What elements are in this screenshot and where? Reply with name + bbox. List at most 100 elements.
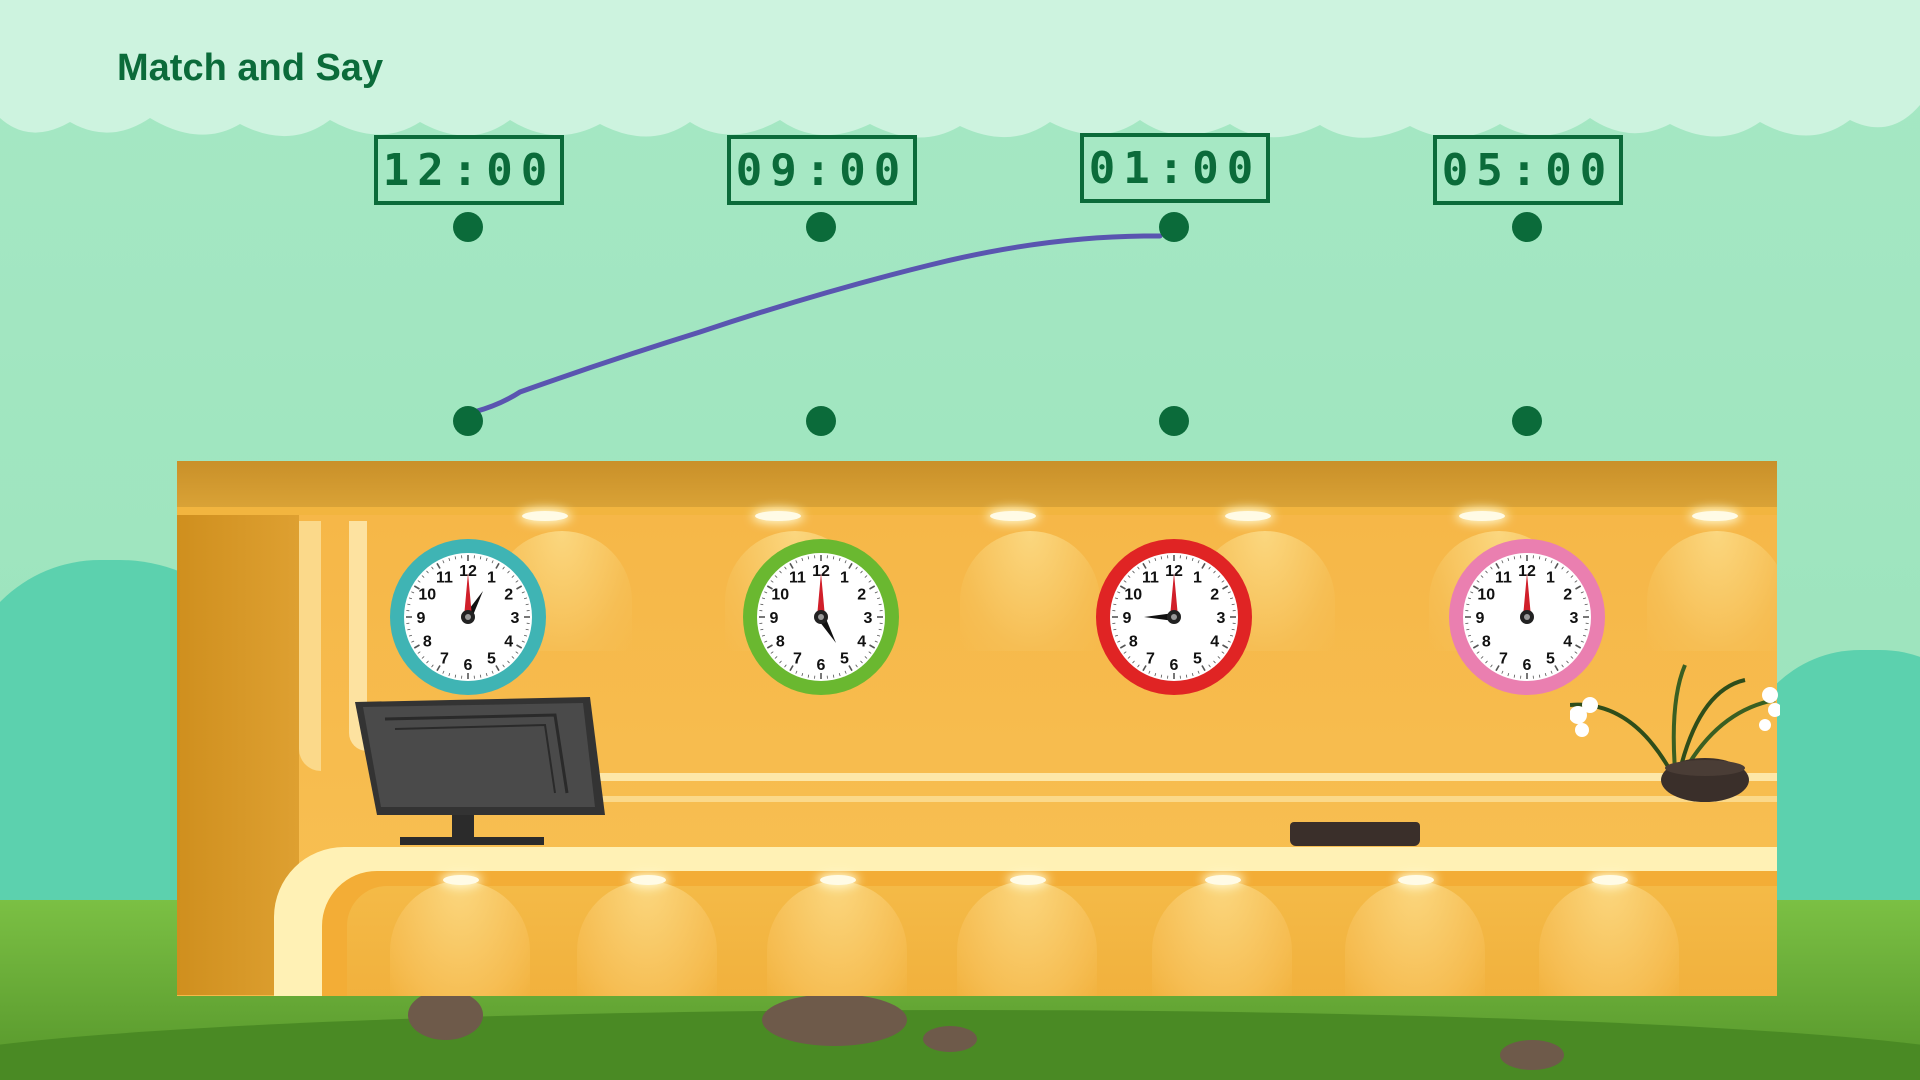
clock-tick [864, 575, 868, 578]
clock-number: 10 [1124, 587, 1142, 604]
clock-tick [1466, 603, 1470, 606]
clock-number: 2 [1563, 587, 1572, 604]
clock-number: 2 [504, 587, 513, 604]
desk-top [177, 461, 1777, 507]
clock-number: 1 [840, 569, 849, 586]
time-card-0100[interactable]: 01:00 [1080, 133, 1270, 203]
clock-tick [801, 557, 804, 562]
clock-tick [1580, 640, 1584, 643]
clock-tick [1117, 591, 1121, 594]
clock-tick [766, 644, 773, 649]
clock-tick [521, 591, 525, 594]
minute-hand [1523, 573, 1531, 617]
clock-dot[interactable] [806, 406, 836, 436]
clock-dot[interactable] [453, 406, 483, 436]
clock-center-cap [818, 614, 824, 620]
clock-tick [1472, 644, 1479, 649]
clock-tick [507, 570, 510, 574]
clock-tick [1490, 664, 1493, 668]
clock-number: 11 [789, 569, 806, 586]
clock-tick [801, 672, 804, 677]
clock-tick [495, 665, 500, 672]
clock-tick [479, 556, 482, 560]
clock-tick [1132, 660, 1135, 664]
time-card-dot[interactable] [453, 212, 483, 242]
desk-curve [299, 521, 321, 771]
clock-number: 3 [1570, 610, 1579, 627]
time-card-0500[interactable]: 05:00 [1433, 135, 1623, 205]
clock-number: 2 [857, 587, 866, 604]
clock-tick [1580, 591, 1584, 594]
clock-tick [1185, 674, 1188, 678]
clock-number: 5 [840, 651, 849, 668]
clock-tick [421, 575, 425, 578]
clock-tick [1142, 665, 1147, 672]
clock-tick [454, 674, 457, 678]
clock-tick [868, 580, 872, 583]
clock-tick [784, 664, 787, 668]
clock-tick [795, 560, 798, 564]
clock-tick [417, 651, 421, 654]
page-title: Match and Say [117, 47, 384, 89]
clock-number: 10 [418, 587, 436, 604]
clock-tick [1137, 664, 1140, 668]
clock-tick [516, 644, 523, 649]
clock-tick [1127, 575, 1131, 578]
clock-tick [848, 665, 853, 672]
clock-tick [1582, 597, 1587, 600]
clock-tick [760, 628, 764, 631]
clock-tick [1574, 580, 1578, 583]
clock-tick [1480, 656, 1484, 659]
clock-tick [1221, 580, 1225, 583]
clock-tick [1208, 566, 1211, 570]
clock-number: 11 [436, 569, 453, 586]
time-card-dot[interactable] [1512, 212, 1542, 242]
time-card-0900[interactable]: 09:00 [727, 135, 917, 205]
clock-tick [807, 674, 810, 678]
clock-tick [417, 580, 421, 583]
clock-tick [1538, 556, 1541, 560]
clock-tick [413, 585, 420, 590]
clock-tick [1208, 664, 1211, 668]
clock-tick [515, 651, 519, 654]
clock-tick [411, 640, 415, 643]
computer-monitor [355, 697, 605, 845]
clock-number: 6 [817, 657, 826, 674]
clock-tick [1550, 670, 1553, 674]
clock-number: 7 [1499, 651, 1508, 668]
clock-tick [838, 557, 841, 562]
counter-lamp [1010, 875, 1046, 885]
clock-dot[interactable] [1512, 406, 1542, 436]
clock-number: 6 [1170, 657, 1179, 674]
clock-tick [1197, 670, 1200, 674]
light-arch [957, 881, 1097, 996]
clock-number: 1 [487, 569, 496, 586]
clock-tick [1480, 575, 1484, 578]
clock-tick [1554, 665, 1559, 672]
time-card-dot[interactable] [1159, 212, 1189, 242]
clock-tick [1501, 560, 1504, 564]
clock-number: 12 [1518, 563, 1536, 580]
shelf-edge [377, 773, 1777, 781]
clock-tick [1501, 670, 1504, 674]
time-card-dot[interactable] [806, 212, 836, 242]
clock-tick [1229, 634, 1234, 637]
clock-number: 8 [1482, 634, 1491, 651]
clock-tick [1554, 562, 1559, 569]
clock-tick [1575, 644, 1582, 649]
clock-tick [1113, 603, 1117, 606]
clock-tick [860, 660, 863, 664]
time-card-1200[interactable]: 12:00 [374, 135, 564, 205]
clock-tick [1575, 585, 1582, 590]
clock-tick [764, 591, 768, 594]
clock-number: 4 [1210, 634, 1219, 651]
clock-dot[interactable] [1159, 406, 1189, 436]
clock-number: 5 [487, 651, 496, 668]
clock-tick [448, 557, 451, 562]
clock-tick [874, 591, 878, 594]
